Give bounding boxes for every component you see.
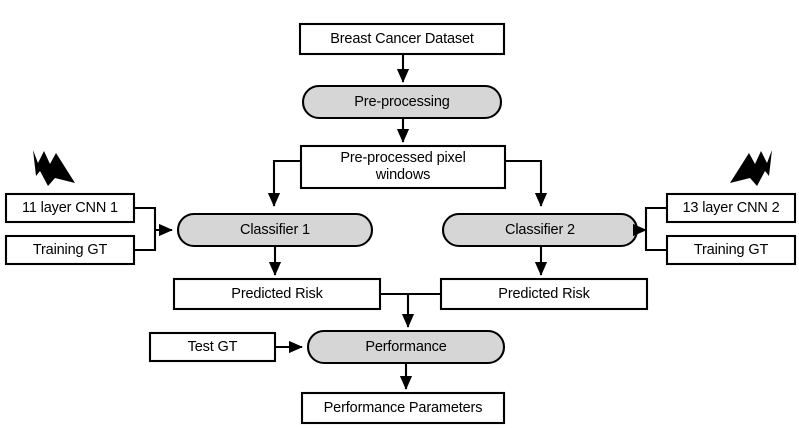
node-cnn2[interactable]: [665, 192, 797, 224]
edge-left-inputs-bracket: [134, 206, 157, 252]
cursor-arrow-icon-right: [730, 150, 772, 186]
node-dataset[interactable]: [298, 22, 506, 56]
edge-right-inputs-bracket: [644, 206, 667, 252]
edge-pixel-windows-to-classifier2: [505, 159, 548, 207]
node-pixel-windows[interactable]: [299, 144, 507, 190]
node-training-gt-left[interactable]: [4, 234, 136, 266]
node-classifier1[interactable]: [176, 212, 374, 248]
node-performance[interactable]: [306, 329, 506, 365]
node-predicted-risk-right[interactable]: [439, 277, 649, 311]
node-predicted-risk-left[interactable]: [172, 277, 382, 311]
node-cnn1[interactable]: [4, 192, 136, 224]
cursor-arrow-icon-left: [33, 150, 75, 186]
node-test-gt[interactable]: [148, 331, 277, 363]
node-preprocessing[interactable]: [301, 84, 503, 120]
node-training-gt-right[interactable]: [665, 234, 797, 266]
node-classifier2[interactable]: [441, 212, 639, 248]
edge-pixel-windows-to-classifier1: [267, 159, 301, 207]
node-performance-parameters[interactable]: [300, 391, 506, 425]
